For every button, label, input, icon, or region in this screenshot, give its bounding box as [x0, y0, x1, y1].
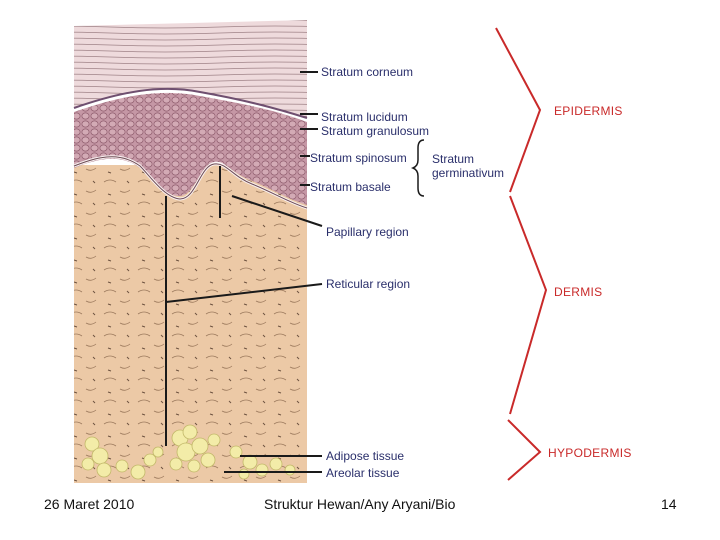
label-papillary-region: Papillary region	[326, 225, 409, 239]
dermis-bracket	[510, 196, 546, 414]
footer-title: Struktur Hewan/Any Aryani/Bio	[264, 496, 455, 512]
layer-dermis: DERMIS	[554, 285, 602, 299]
label-stratum-corneum: Stratum corneum	[321, 65, 413, 79]
label-adipose-tissue: Adipose tissue	[326, 449, 404, 463]
layer-epidermis: EPIDERMIS	[554, 104, 623, 118]
hypodermis-bracket	[508, 420, 540, 480]
label-areolar-tissue: Areolar tissue	[326, 466, 399, 480]
label-stratum-basale: Stratum basale	[310, 180, 391, 194]
germinativum-bracket	[413, 140, 424, 196]
layer-brackets	[496, 28, 546, 480]
layer-hypodermis: HYPODERMIS	[548, 446, 632, 460]
footer-page-number: 14	[661, 496, 677, 512]
label-stratum-lucidum: Stratum lucidum	[321, 110, 408, 124]
footer-date: 26 Maret 2010	[44, 496, 134, 512]
label-stratum-spinosum: Stratum spinosum	[310, 151, 407, 165]
germinativum-line-1: Stratum	[432, 152, 504, 166]
label-stratum-granulosum: Stratum granulosum	[321, 124, 429, 138]
label-stratum-germinativum: Stratum germinativum	[432, 152, 504, 180]
germinativum-line-2: germinativum	[432, 166, 504, 180]
label-reticular-region: Reticular region	[326, 277, 410, 291]
